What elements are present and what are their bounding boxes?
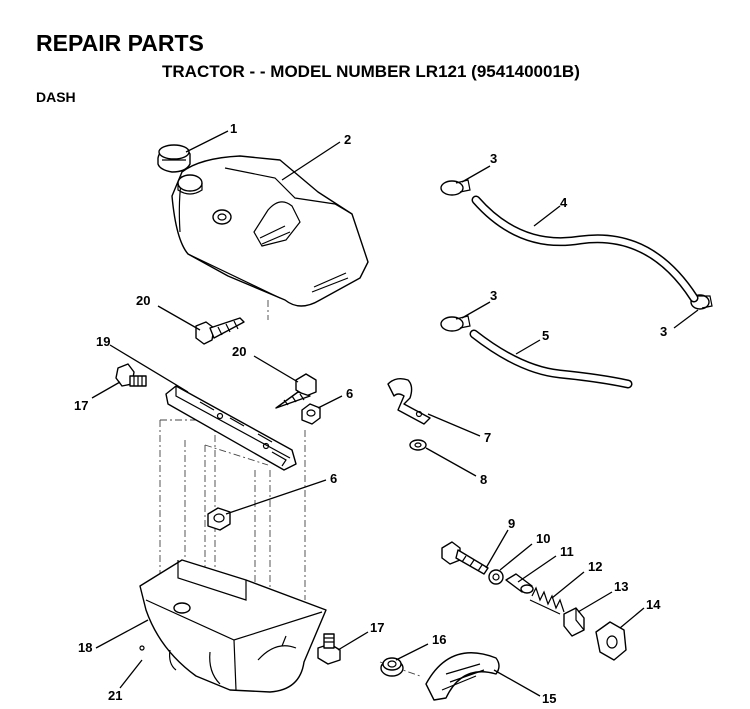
leader-lines	[91, 130, 699, 697]
callout-3: 3	[490, 151, 497, 166]
washer-part	[488, 569, 504, 585]
bolt-part	[317, 633, 341, 665]
callout-8: 8	[480, 472, 487, 487]
callout-11: 11	[560, 544, 574, 559]
callout-3c: 3	[660, 324, 667, 339]
callout-20a: 20	[136, 293, 150, 308]
page-title: REPAIR PARTS	[36, 30, 204, 56]
callout-14: 14	[646, 597, 661, 612]
throttle-plate-part	[425, 652, 500, 701]
callout-12: 12	[588, 559, 602, 574]
callout-6a: 6	[346, 386, 353, 401]
callout-13: 13	[614, 579, 628, 594]
model-subtitle: TRACTOR - - MODEL NUMBER LR121 (95414000…	[162, 62, 580, 81]
callout-7: 7	[484, 430, 491, 445]
screw-part	[275, 373, 317, 409]
callout-21: 21	[108, 688, 122, 703]
bolt-part	[115, 363, 147, 387]
callout-4: 4	[560, 195, 568, 210]
screw-part	[195, 317, 245, 345]
fuel-cap-part	[157, 144, 191, 173]
callout-17b: 17	[370, 620, 384, 635]
assembly-guide-lines	[159, 300, 421, 677]
knob-part	[380, 657, 404, 677]
callout-18: 18	[78, 640, 92, 655]
section-label: DASH	[36, 89, 76, 105]
dash-panel-part	[171, 155, 369, 307]
callout-16: 16	[432, 632, 446, 647]
lower-dash-panel-part	[139, 559, 327, 693]
dash-bracket-part	[165, 385, 297, 471]
fuel-hose-long-part	[471, 195, 699, 303]
callout-6b: 6	[330, 471, 337, 486]
spacer-part	[505, 573, 534, 594]
nut-part	[301, 403, 321, 425]
callout-20b: 20	[232, 344, 246, 359]
nut-part	[207, 507, 231, 531]
callout-2: 2	[344, 132, 351, 147]
callout-15: 15	[542, 691, 556, 706]
hose-clip-part	[387, 377, 431, 425]
spring-part	[529, 586, 565, 615]
callout-1: 1	[230, 121, 237, 136]
callout-10: 10	[536, 531, 550, 546]
throttle-bracket-part	[595, 621, 627, 661]
callout-labels: 1 2 3 4 3 3 5 19 20 20 17 6 7 8 6 9 10 1…	[74, 121, 667, 706]
hose-clamp-part	[440, 179, 471, 196]
hose-clamp-part	[440, 315, 471, 332]
callout-19: 19	[96, 334, 110, 349]
callout-5: 5	[542, 328, 549, 343]
washer-part	[409, 439, 427, 451]
bolt-part	[441, 541, 489, 575]
callout-3b: 3	[490, 288, 497, 303]
fuel-hose-short-part	[469, 329, 633, 389]
callout-17a: 17	[74, 398, 88, 413]
friction-block-part	[563, 607, 585, 637]
callout-9: 9	[508, 516, 515, 531]
